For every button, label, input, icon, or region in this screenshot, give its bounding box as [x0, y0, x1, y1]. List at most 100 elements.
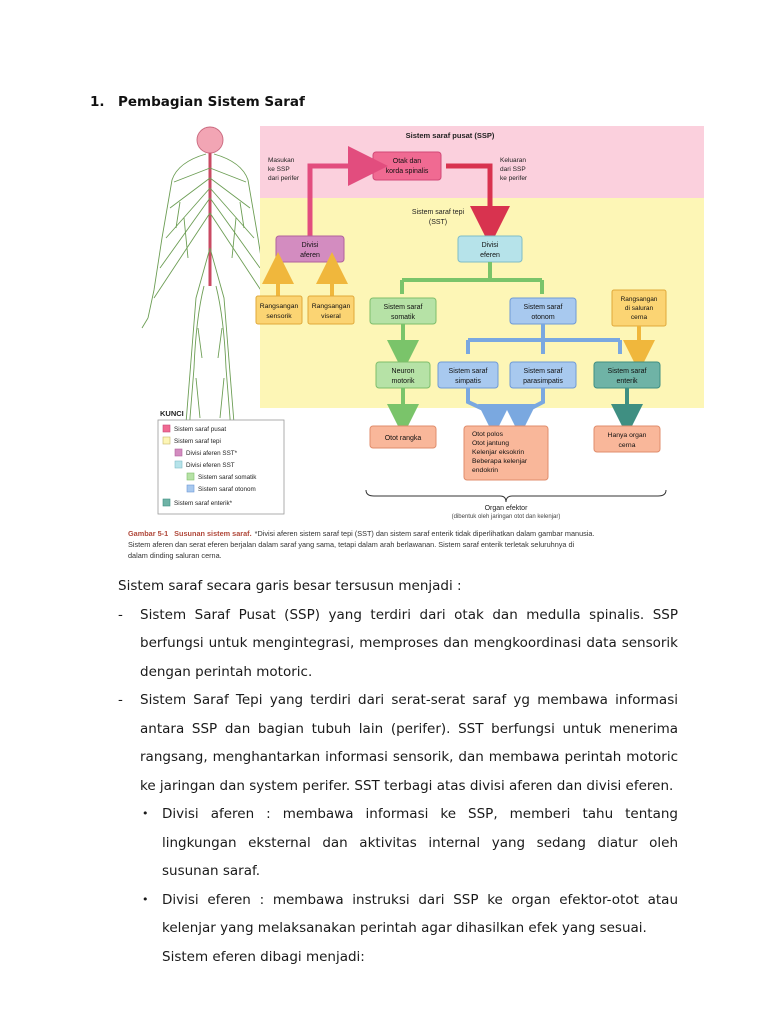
- cerna-1: Rangsangan: [621, 296, 658, 303]
- cerna-2: di saluran: [625, 305, 654, 312]
- kunci-swatch-eferen: [174, 460, 183, 469]
- parasimpatis-arrow: [504, 388, 545, 436]
- human-nervous-system-illustration: [141, 126, 279, 465]
- otak-box: [372, 151, 442, 181]
- kunci-swatch-ssp: [162, 424, 171, 433]
- viseral-2: viseral: [321, 313, 341, 320]
- caption-line-1: Gambar 5-1 Susunan sistem saraf. *Divisi a…: [128, 529, 594, 538]
- organ-efektor-sub: (dibentuk oleh jaringan otot dan kelenja…: [452, 514, 561, 520]
- sensorik-1: Rangsangan: [260, 303, 299, 310]
- aferen-description: Divisi aferen : membawa informasi ke SSP…: [162, 806, 678, 879]
- efektor-list-box: [463, 425, 549, 481]
- otonom-1: Sistem saraf: [524, 304, 563, 311]
- bullet-marker: •: [142, 892, 149, 906]
- ssp-description: Sistem Saraf Pusat (SSP) yang terdiri da…: [140, 606, 678, 680]
- body-text: Sistem saraf secara garis besar tersusun…: [118, 572, 678, 971]
- figure-svg: Sistem saraf pusat (SSP) Sistem saraf te…: [128, 126, 704, 560]
- keluaran-2: dari SSP: [500, 166, 526, 173]
- dash-marker: -: [118, 606, 123, 623]
- kunci-item-5: Sistem saraf somatik: [198, 474, 257, 481]
- parasimpatis-1: Sistem saraf: [524, 368, 563, 375]
- ssp-background: [260, 126, 704, 198]
- rangsangan-viseral-box: [307, 295, 355, 325]
- efektor-2: Otot jantung: [472, 440, 509, 447]
- parasimpatis-2: parasimpatis: [523, 378, 563, 385]
- ssp-to-eferen-arrow: [446, 163, 510, 246]
- efektor-3: Kelenjar eksokrin: [472, 449, 524, 456]
- efektor-1: Otot polos: [472, 431, 504, 438]
- simpatis-2: simpatis: [455, 378, 481, 385]
- organ-efektor-brace: [365, 489, 667, 503]
- otot-rangka-box: [369, 425, 437, 449]
- masukan-1: Masukan: [268, 157, 295, 164]
- kunci-swatch-enterik: [162, 498, 171, 507]
- otak-label-1: Otak dan: [393, 158, 422, 165]
- kunci-legend-items: Sistem saraf pusat Sistem saraf tepi Div…: [162, 424, 257, 507]
- aferen-label-2: aferen: [300, 252, 320, 259]
- masukan-3: dari perifer: [268, 175, 300, 182]
- kunci-item-7: Sistem saraf enterik*: [174, 500, 233, 507]
- eferen-label-1: Divisi: [482, 242, 499, 249]
- nervous-system-figure: Sistem saraf pusat (SSP) Sistem saraf te…: [118, 118, 708, 570]
- bullet-item-eferen: • Divisi eferen : membawa instruksi dari…: [118, 886, 678, 943]
- kunci-item-1: Sistem saraf pusat: [174, 426, 226, 433]
- kunci-swatch-somatik: [186, 472, 195, 481]
- enterik-2: enterik: [616, 378, 638, 385]
- section-title: Pembagian Sistem Saraf: [118, 94, 305, 110]
- simpatis-1: Sistem saraf: [449, 368, 488, 375]
- kunci-item-3: Divisi aferen SST*: [186, 450, 238, 457]
- kunci-item-6: Sistem saraf otonom: [198, 486, 256, 493]
- sst-title-1: Sistem saraf tepi: [412, 209, 465, 216]
- neuron-1: Neuron: [392, 368, 415, 375]
- otot-rangka-label: Otot rangka: [385, 435, 422, 442]
- list-item-ssp: - Sistem Saraf Pusat (SSP) yang terdiri …: [118, 601, 678, 687]
- otonom-branch-lines: [466, 324, 622, 354]
- efektor-5: endokrin: [472, 467, 498, 474]
- masukan-2: ke SSP: [268, 166, 290, 173]
- enterik-1: Sistem saraf: [608, 368, 647, 375]
- eferen-branch-lines: [400, 262, 544, 294]
- cerna-3: cerna: [631, 314, 648, 321]
- kunci-item-2: Sistem saraf tepi: [174, 438, 221, 445]
- caption-label: Gambar 5-1: [128, 529, 168, 538]
- kunci-swatch-otonom: [186, 484, 195, 493]
- viseral-1: Rangsangan: [312, 303, 351, 310]
- rangsangan-sensorik-box: [255, 295, 303, 325]
- bullet-marker: •: [142, 807, 149, 820]
- efektor-4: Beberapa kelenjar: [472, 458, 528, 465]
- sensorik-2: sensorik: [266, 313, 292, 320]
- kunci-title: KUNCI: [160, 409, 184, 418]
- caption-text-1: *Divisi aferen sistem saraf tepi (SST) d…: [255, 529, 595, 538]
- simpatis-arrow: [466, 388, 510, 436]
- keluaran-1: Keluaran: [500, 157, 526, 164]
- section-heading: 1. Pembagian Sistem Saraf: [90, 94, 305, 110]
- sst-description: Sistem Saraf Tepi yang terdiri dari sera…: [140, 692, 678, 794]
- somatik-1: Sistem saraf: [384, 304, 423, 311]
- keluaran-3: ke perifer: [500, 175, 528, 182]
- aferen-to-ssp-arrow: [307, 146, 388, 236]
- section-number: 1.: [90, 94, 105, 110]
- intro-paragraph: Sistem saraf secara garis besar tersusun…: [118, 578, 462, 594]
- otak-label-2: korda spinalis: [386, 168, 429, 175]
- eferen-label-2: eferen: [480, 252, 500, 259]
- aferen-label-1: Divisi: [302, 242, 319, 249]
- list-item-sst: - Sistem Saraf Tepi yang terdiri dari se…: [118, 686, 678, 800]
- caption-line-2: Sistem aferen dan serat eferen berjalan …: [128, 540, 575, 549]
- ssp-title: Sistem saraf pusat (SSP): [406, 131, 495, 140]
- kunci-swatch-aferen: [174, 448, 183, 457]
- otonom-2: otonom: [531, 314, 555, 321]
- hanya-organ-box: [593, 425, 661, 453]
- kunci-swatch-sst: [162, 436, 171, 445]
- caption-title: Susunan sistem saraf.: [174, 529, 251, 538]
- hanya-organ-2: cerna: [618, 442, 635, 449]
- hanya-organ-1: Hanya organ: [608, 432, 647, 439]
- neuron-2: motorik: [392, 378, 415, 385]
- somatik-2: somatik: [391, 314, 416, 321]
- sst-title-2: (SST): [429, 219, 447, 226]
- bullet-item-aferen: • Divisi aferen : membawa informasi ke S…: [118, 800, 678, 886]
- eferen-description: Divisi eferen : membawa instruksi dari S…: [162, 891, 678, 937]
- dash-marker: -: [118, 692, 123, 708]
- kunci-item-4: Divisi eferen SST: [186, 462, 235, 469]
- caption-line-3: dalam dinding saluran cerna.: [128, 551, 222, 560]
- eferen-subheading: Sistem eferen dibagi menjadi:: [162, 948, 365, 965]
